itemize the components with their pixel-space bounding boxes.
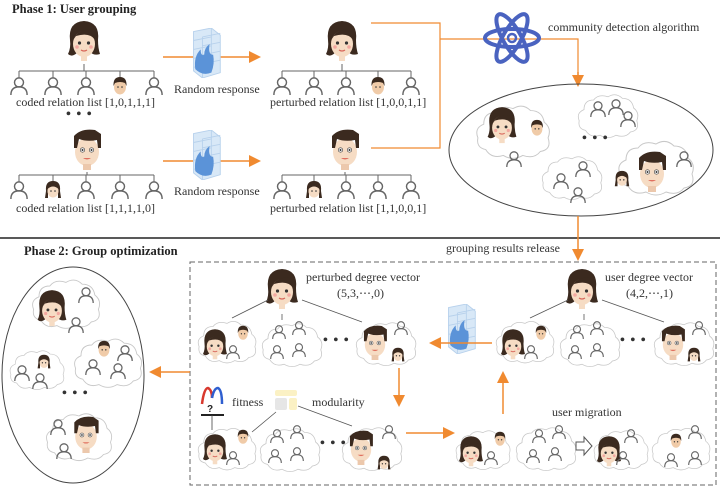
girl-user-small-icon xyxy=(687,347,701,362)
user-icon xyxy=(145,181,163,200)
ellipsis: • • • xyxy=(582,131,609,146)
user-icon xyxy=(145,77,163,96)
fitness-label: fitness xyxy=(232,395,264,409)
user-icon xyxy=(337,181,355,200)
coded-relation-list-2: coded relation list [1,1,1,1,0] xyxy=(16,201,155,215)
modularity-label: modularity xyxy=(312,395,365,409)
user-migration-groups xyxy=(455,425,711,472)
user-icon xyxy=(77,181,95,200)
row1-original-tree xyxy=(10,20,163,96)
user-icon xyxy=(273,77,291,96)
phase2-title: Phase 2: Group optimization xyxy=(24,244,178,258)
perturbed-degree-tree xyxy=(197,268,417,368)
girl-user-small-icon xyxy=(45,181,61,198)
perturbed-relation-list-1: perturbed relation list [1,0,0,1,1] xyxy=(270,95,427,109)
male-user-icon xyxy=(73,129,102,171)
migration-arrow-icon xyxy=(575,435,593,457)
user-migration-label: user migration xyxy=(552,405,622,419)
evaluated-groups xyxy=(197,425,403,473)
random-response-label-1: Random response xyxy=(174,82,260,96)
perturbed-relation-list-2: perturbed relation list [1,1,0,0,1] xyxy=(270,201,427,215)
coded-relation-list-1: coded relation list [1,0,1,1,1] xyxy=(16,95,155,109)
user-degree-tree xyxy=(495,268,715,368)
group-cloud xyxy=(559,323,621,368)
female-user-icon xyxy=(565,268,599,310)
fitness-icon: ? xyxy=(200,386,224,430)
grouping-results-release-label: grouping results release xyxy=(446,241,560,255)
ellipsis: • • • xyxy=(66,107,93,122)
male-user-small-icon xyxy=(371,77,385,95)
firewall-icon xyxy=(193,130,221,180)
optimized-groups-ellipse xyxy=(1,266,145,484)
svg-text:?: ? xyxy=(207,404,213,415)
modularity-icon xyxy=(251,390,353,433)
user-icon xyxy=(337,77,355,96)
group-cloud xyxy=(261,323,323,368)
male-user-small-icon xyxy=(113,77,127,95)
community-cloud xyxy=(541,156,603,201)
ellipsis: • • • xyxy=(320,436,347,451)
user-icon xyxy=(402,77,420,96)
user-icon xyxy=(10,77,28,96)
user-degree-vector-label: user degree vector xyxy=(605,270,693,284)
user-icon xyxy=(77,77,95,96)
user-icon xyxy=(305,77,323,96)
optimization-box xyxy=(189,261,717,486)
row1-perturbed-tree xyxy=(273,20,420,96)
female-user-icon xyxy=(325,20,359,62)
girl-user-small-icon xyxy=(377,455,391,470)
user-icon xyxy=(10,181,28,200)
female-user-icon xyxy=(67,20,101,62)
row2-perturbed-tree xyxy=(273,129,420,200)
girl-user-small-icon xyxy=(614,170,630,187)
user-icon xyxy=(273,181,291,200)
community-detection-label: community detection algorithm xyxy=(548,20,700,34)
row2-original-tree xyxy=(10,129,163,200)
user-icon xyxy=(111,181,129,200)
firewall-icon xyxy=(193,28,221,78)
user-icon xyxy=(402,181,420,200)
group-cloud xyxy=(515,427,577,472)
ellipsis: • • • xyxy=(620,333,647,348)
ellipsis: • • • xyxy=(323,333,350,348)
girl-user-small-icon xyxy=(391,347,405,362)
random-response-label-2: Random response xyxy=(174,184,260,198)
female-user-icon xyxy=(265,268,299,310)
atom-icon xyxy=(483,12,541,64)
user-icon xyxy=(369,181,387,200)
firewall-icon xyxy=(448,304,476,354)
perturbed-degree-vector-label: perturbed degree vector xyxy=(306,270,420,284)
community-result-ellipse xyxy=(448,83,714,217)
phase1-title: Phase 1: User grouping xyxy=(12,2,137,16)
user-degree-vector-value: (4,2,⋯,1) xyxy=(626,286,673,300)
ellipsis: • • • xyxy=(62,386,89,401)
girl-user-small-icon xyxy=(306,181,322,198)
male-user-icon xyxy=(331,129,360,171)
user-icon xyxy=(44,77,62,96)
group-cloud xyxy=(259,428,321,473)
girl-user-small-icon xyxy=(37,354,51,369)
perturbed-degree-vector-value: (5,3,⋯,0) xyxy=(337,286,384,300)
